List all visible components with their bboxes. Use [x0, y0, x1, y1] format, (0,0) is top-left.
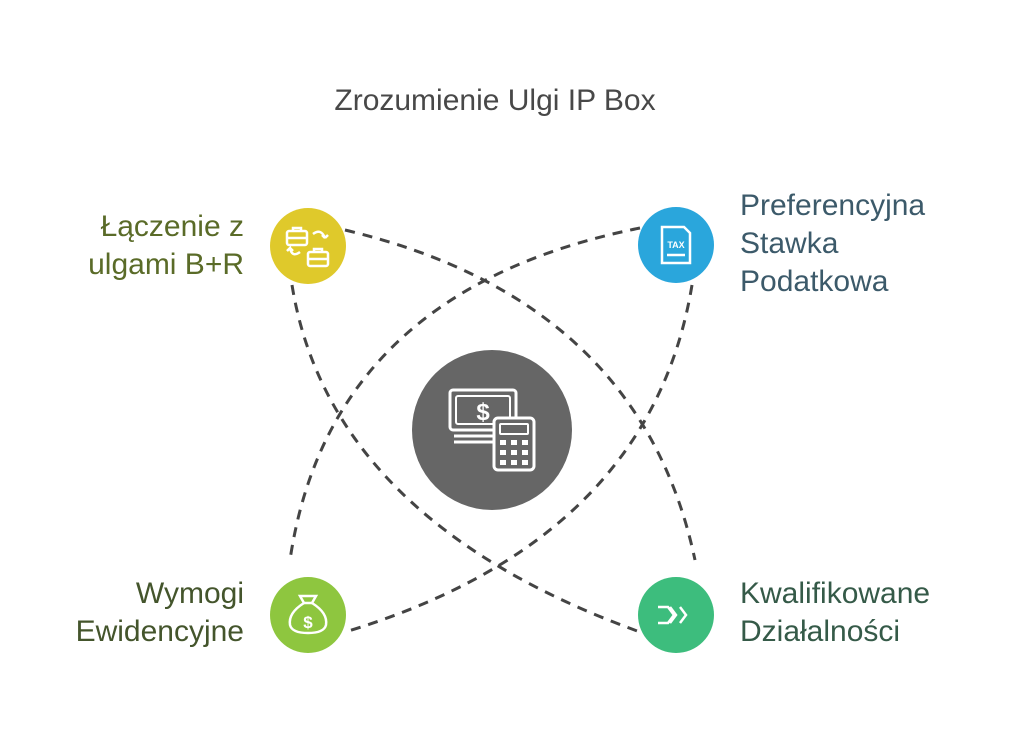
briefcase-exchange-icon — [285, 226, 330, 268]
label-line: Kwalifikowane — [740, 577, 931, 610]
label-line: Podatkowa — [740, 265, 889, 298]
connector-top-left-to-bottom-right-2 — [290, 284, 641, 634]
node-top-left — [270, 208, 346, 284]
page-title: Zrozumienie Ulgi IP Box — [334, 84, 656, 117]
label-line: Ewidencyjne — [75, 615, 244, 648]
label-line: Preferencyjna — [740, 189, 926, 222]
forward-chevrons-icon — [658, 605, 688, 625]
svg-text:$: $ — [476, 399, 490, 426]
money-bag-icon: $ — [288, 594, 328, 635]
label-top-left: Łączenie z ulgami B+R — [20, 208, 244, 284]
money-calculator-icon: $ — [448, 388, 536, 472]
connector-top-right-to-bottom-left — [288, 226, 641, 561]
node-bottom-right — [638, 577, 714, 653]
label-bottom-right: Kwalifikowane Działalności — [740, 575, 1010, 651]
svg-text:TAX: TAX — [667, 240, 684, 250]
connector-top-right-to-bottom-left-2 — [344, 284, 694, 634]
label-line: Wymogi — [135, 577, 244, 610]
tax-document-icon: TAX — [660, 225, 692, 265]
connector-top-left-to-bottom-right — [344, 228, 697, 561]
label-line: ulgami B+R — [88, 248, 244, 281]
node-bottom-left: $ — [270, 577, 346, 653]
node-top-right: TAX — [638, 207, 714, 283]
label-line: Łączenie z — [100, 210, 244, 243]
label-top-right: Preferencyjna Stawka Podatkowa — [740, 187, 1010, 301]
center-node: $ — [412, 350, 572, 510]
label-bottom-left: Wymogi Ewidencyjne — [20, 575, 244, 651]
label-line: Działalności — [740, 615, 901, 648]
svg-text:$: $ — [303, 613, 313, 632]
label-line: Stawka — [740, 227, 839, 260]
